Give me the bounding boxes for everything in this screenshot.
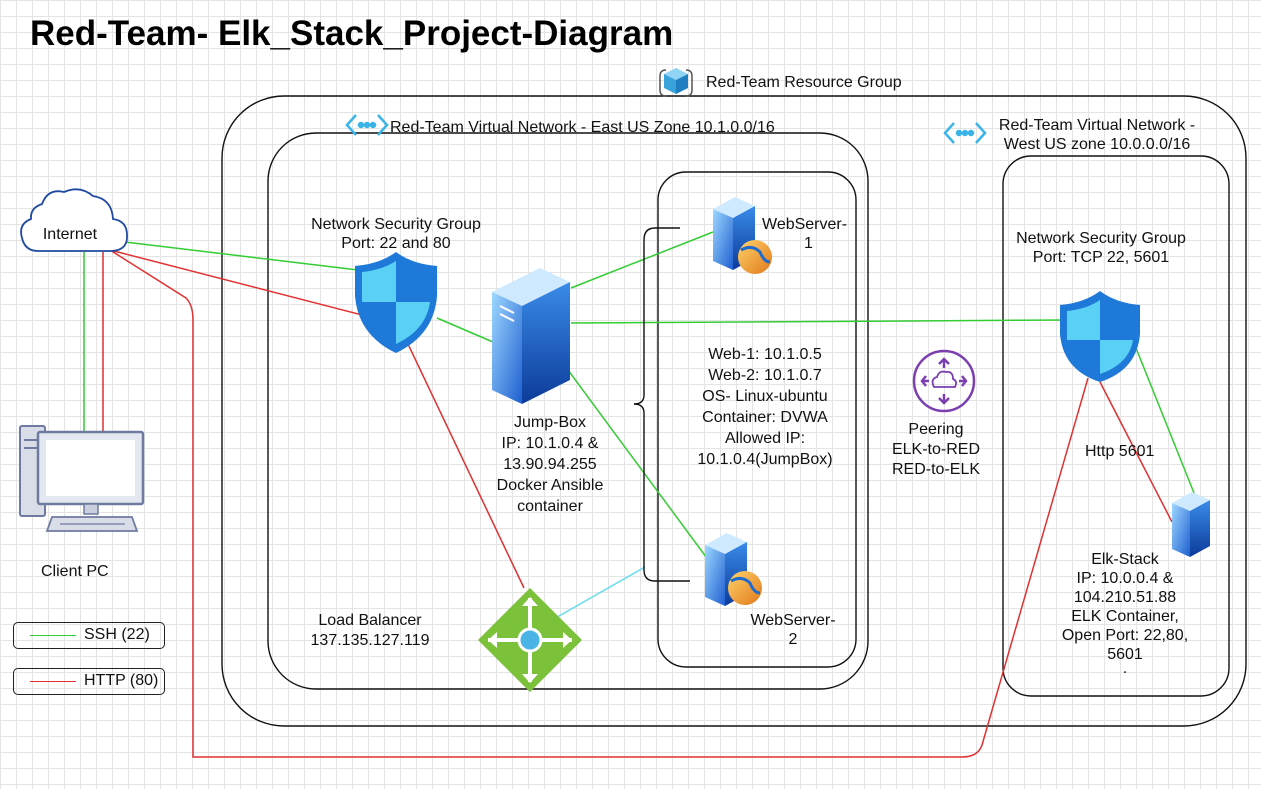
jumpbox-ip: IP: 10.1.0.4 & — [501, 435, 599, 452]
webserver1-label: WebServer- 1 — [762, 215, 847, 253]
elk-open-ports: Open Port: 22,80, — [1061, 627, 1189, 644]
east-nsg-name: Network Security Group — [311, 216, 481, 233]
webserver-subnet-boundary — [657, 171, 857, 668]
jumpbox-name: Jump-Box — [513, 414, 587, 431]
webserver2-label: WebServer- 2 — [738, 611, 848, 649]
west-vnet-boundary — [1002, 155, 1230, 697]
webserver-brace-top — [633, 227, 680, 405]
east-vnet-boundary — [267, 132, 869, 690]
west-nsg-ports: Port: TCP 22, 5601 — [1032, 249, 1170, 266]
client-pc-icon — [19, 425, 145, 532]
east-nsg-label: Network Security Group Port: 22 and 80 — [286, 215, 506, 253]
ssh-west-nsg-to-elk — [1129, 332, 1199, 504]
jumpbox-label: Jump-Box IP: 10.1.0.4 & 13.90.94.255 Doc… — [470, 412, 630, 517]
web-info-label: Web-1: 10.1.0.5 Web-2: 10.1.0.7 OS- Linu… — [680, 344, 850, 470]
webserver1-icon — [713, 197, 772, 274]
webserver-brace-bottom — [633, 403, 690, 582]
web-os: OS- Linux-ubuntu — [702, 388, 828, 405]
load-balancer-ip: 137.135.127.119 — [310, 632, 430, 649]
west-nsg-shield-icon — [1060, 291, 1140, 382]
ssh-jumpbox-to-web2 — [567, 369, 713, 566]
peering-icon — [912, 349, 976, 413]
http-5601-label: Http 5601 — [1085, 443, 1155, 460]
east-nsg-shield-icon — [355, 252, 437, 353]
west-vnet-label-line2: West US zone 10.0.0.0/16 — [1003, 136, 1191, 153]
ssh-jumpbox-to-web1 — [570, 231, 714, 289]
peering-red-to-elk: RED-to-ELK — [891, 461, 981, 478]
elk-server-icon — [1172, 492, 1210, 557]
resource-group-label: Red-Team Resource Group — [706, 74, 902, 91]
jumpbox-server-icon — [492, 268, 570, 404]
legend-item-ssh: SSH (22) — [13, 622, 165, 649]
legend-ssh-swatch — [30, 635, 76, 636]
load-balancer-icon — [478, 588, 582, 692]
web-container: Container: DVWA — [702, 409, 828, 426]
west-vnet-label-line1: Red-Team Virtual Network - — [998, 117, 1196, 134]
http-west-nsg-to-elk — [1099, 381, 1173, 523]
peering-title: Peering — [908, 421, 964, 438]
east-vnet-label: Red-Team Virtual Network - East US Zone … — [390, 119, 775, 136]
http-internet-to-elk-route — [109, 249, 1089, 758]
internet-cloud-icon — [20, 188, 128, 252]
legend-http-label: HTTP (80) — [84, 672, 159, 689]
elk-trailing-dot: . — [1122, 660, 1128, 677]
legend-http-swatch — [30, 681, 76, 682]
elk-stack-label: Elk-Stack IP: 10.0.0.4 & 104.210.51.88 E… — [1040, 550, 1210, 677]
webserver2-icon — [705, 533, 762, 606]
webserver1-name: WebServer- — [762, 216, 848, 233]
jumpbox-role-cont: container — [517, 498, 583, 515]
elk-public-ip: 104.210.51.88 — [1073, 589, 1177, 606]
webserver2-number: 2 — [788, 631, 798, 648]
load-balancer-label: Load Balancer 137.135.127.119 — [295, 611, 445, 651]
legend-item-http: HTTP (80) — [13, 668, 165, 695]
west-vnet-label: Red-Team Virtual Network - West US zone … — [982, 116, 1212, 154]
elk-open-ports-cont: 5601 — [1107, 646, 1143, 663]
west-nsg-name: Network Security Group — [1016, 230, 1186, 247]
jumpbox-public-ip: 13.90.94.255 — [503, 456, 597, 473]
webserver1-number: 1 — [804, 235, 813, 252]
west-vnet-icon — [943, 122, 987, 144]
client-pc-label: Client PC — [41, 563, 109, 580]
legend-ssh-label: SSH (22) — [84, 626, 150, 643]
web-allowed-ip: 10.1.0.4(JumpBox) — [697, 451, 833, 468]
web1-ip: Web-1: 10.1.0.5 — [708, 346, 822, 363]
load-balancer-name: Load Balancer — [318, 612, 422, 629]
resource-group-boundary — [221, 95, 1247, 727]
elk-container: ELK Container, — [1071, 608, 1179, 625]
web2-ip: Web-2: 10.1.0.7 — [708, 367, 822, 384]
internet-label: Internet — [42, 226, 98, 243]
peering-label: Peering ELK-to-RED RED-to-ELK — [880, 420, 992, 480]
http-internet-to-nsg — [109, 249, 394, 324]
east-nsg-ports: Port: 22 and 80 — [341, 235, 451, 252]
west-nsg-label: Network Security Group Port: TCP 22, 560… — [996, 229, 1206, 267]
resource-group-icon — [659, 68, 693, 97]
elk-ip: IP: 10.0.0.4 & — [1076, 570, 1174, 587]
jumpbox-role: Docker Ansible — [496, 477, 604, 494]
page-title: Red-Team- Elk_Stack_Project-Diagram — [30, 14, 674, 53]
peering-elk-to-red: ELK-to-RED — [891, 441, 981, 458]
east-vnet-icon — [345, 114, 389, 136]
web-allowed-ip-label: Allowed IP: — [724, 430, 806, 447]
ssh-jumpbox-to-west-nsg — [570, 319, 1067, 324]
webserver2-name: WebServer- — [750, 612, 836, 629]
elk-name: Elk-Stack — [1091, 551, 1159, 568]
ssh-internet-to-nsg — [124, 241, 359, 271]
ssh-nsg-to-jumpbox — [436, 317, 494, 343]
